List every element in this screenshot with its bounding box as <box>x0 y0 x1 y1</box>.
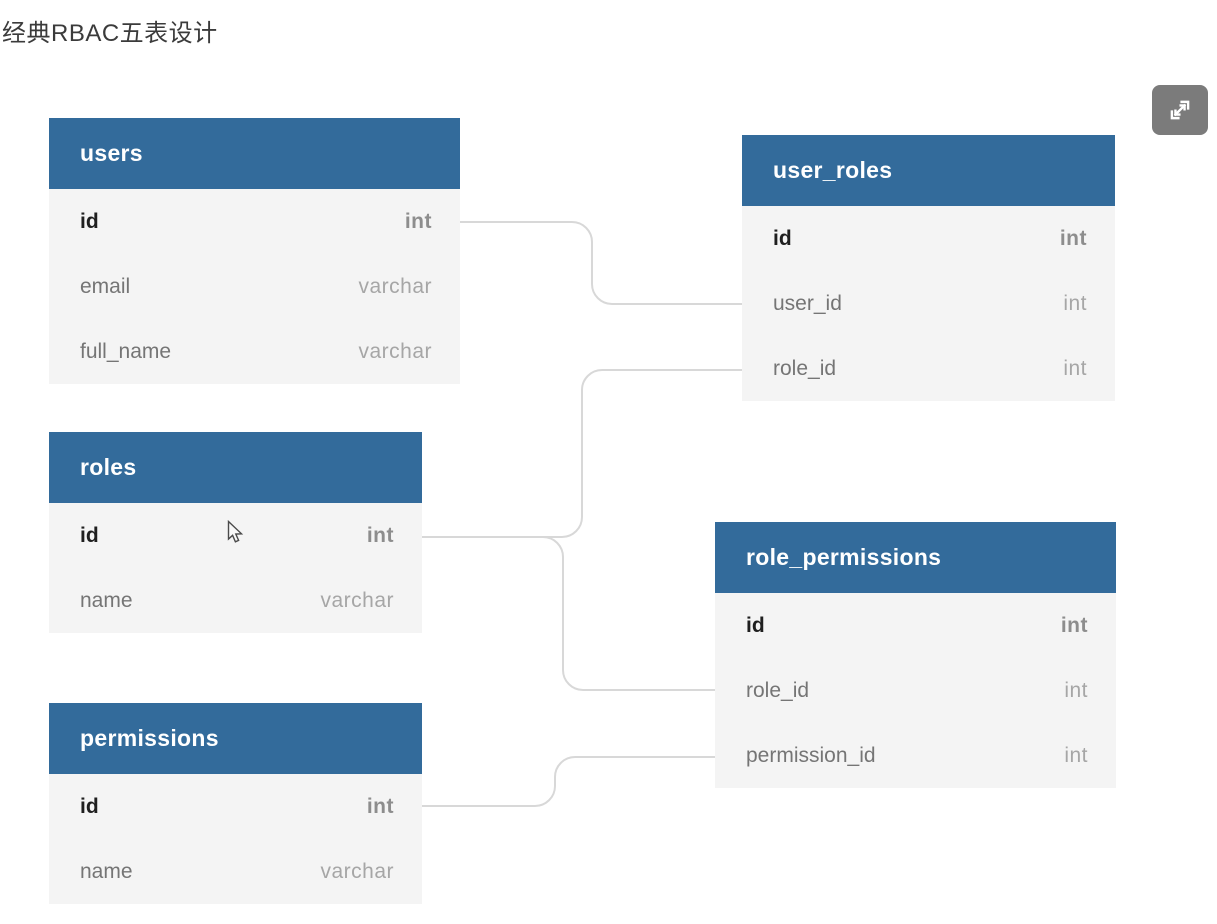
field-name: id <box>80 209 99 233</box>
field-name: id <box>746 613 765 637</box>
relationship-roles-user_roles <box>421 369 742 538</box>
table-row: full_name varchar <box>49 319 460 384</box>
mouse-cursor <box>227 519 245 551</box>
table-header: user_roles <box>742 135 1115 206</box>
table-user_roles[interactable]: user_roles id int user_id int role_id in… <box>742 135 1115 401</box>
field-name: permission_id <box>746 743 876 767</box>
table-row: role_id int <box>742 336 1115 401</box>
field-name: user_id <box>773 291 842 315</box>
field-type: varchar <box>320 588 394 612</box>
table-header: permissions <box>49 703 422 774</box>
field-type: int <box>1063 356 1087 380</box>
table-users[interactable]: users id int email varchar full_name var… <box>49 118 460 384</box>
field-type: int <box>404 209 432 233</box>
page-title: 经典RBAC五表设计 <box>2 20 218 47</box>
expand-icon <box>1167 97 1193 123</box>
field-name: name <box>80 859 133 883</box>
field-type: int <box>1064 743 1088 767</box>
field-name: id <box>773 226 792 250</box>
field-name: role_id <box>746 678 810 702</box>
table-permissions[interactable]: permissions id int name varchar <box>49 703 422 904</box>
table-header: role_permissions <box>715 522 1116 593</box>
field-type: int <box>1063 291 1087 315</box>
table-row: role_id int <box>715 658 1116 723</box>
field-name: email <box>80 274 131 298</box>
field-type: varchar <box>358 274 432 298</box>
table-header: roles <box>49 432 422 503</box>
table-row: email varchar <box>49 254 460 319</box>
relationship-users-user_roles <box>460 221 742 305</box>
field-name: id <box>80 523 99 547</box>
table-row: id int <box>742 206 1115 271</box>
table-roles[interactable]: roles id int name varchar <box>49 432 422 633</box>
table-row: id int <box>49 774 422 839</box>
table-row: id int <box>49 189 460 254</box>
field-name: name <box>80 588 133 612</box>
field-type: int <box>1060 613 1088 637</box>
table-row: name varchar <box>49 839 422 904</box>
relationship-roles-role_permissions <box>421 536 715 691</box>
field-type: int <box>366 794 394 818</box>
field-name: full_name <box>80 339 172 363</box>
relationship-permissions-role_permissions <box>421 756 715 807</box>
field-type: int <box>1064 678 1088 702</box>
table-row: permission_id int <box>715 723 1116 788</box>
field-name: role_id <box>773 356 837 380</box>
table-row: name varchar <box>49 568 422 633</box>
table-row: id int <box>715 593 1116 658</box>
field-name: id <box>80 794 99 818</box>
field-type: int <box>366 523 394 547</box>
table-role_permissions[interactable]: role_permissions id int role_id int perm… <box>715 522 1116 788</box>
field-type: varchar <box>320 859 394 883</box>
field-type: int <box>1059 226 1087 250</box>
table-row: user_id int <box>742 271 1115 336</box>
fullscreen-button[interactable] <box>1152 85 1208 135</box>
table-header: users <box>49 118 460 189</box>
field-type: varchar <box>358 339 432 363</box>
